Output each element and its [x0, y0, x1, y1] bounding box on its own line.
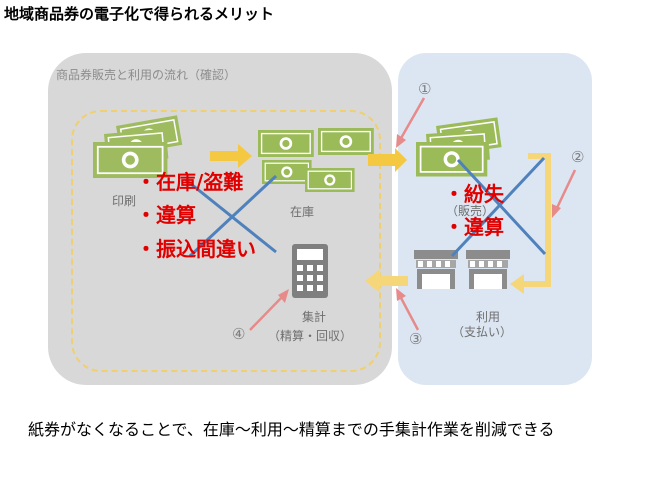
node-sales-label: （販売） — [446, 204, 495, 218]
flow-caption: 商品券販売と利用の流れ（確認） — [56, 68, 237, 82]
step-number-2: ② — [571, 148, 585, 166]
shop-icon — [414, 250, 458, 289]
pointer-arrows — [249, 97, 577, 331]
step-number-4: ④ — [232, 325, 246, 343]
problem-left-2: ・違算 — [136, 203, 196, 227]
slide-title: 地域商品券の電子化で得られるメリット — [4, 5, 275, 23]
cross-mark-left — [185, 174, 278, 258]
step-number-1: ① — [418, 80, 432, 98]
manual-work-area — [71, 110, 381, 372]
node-use-title: 利用 — [476, 310, 501, 324]
shop-icon — [466, 250, 510, 289]
summary-text: 紙券がなくなることで、在庫～利用～精算までの手集計作業を削減できる — [28, 420, 555, 439]
problem-right-2: ・違算 — [444, 215, 504, 239]
arrow-sales-to-use — [520, 153, 551, 287]
money-bill-icon — [257, 127, 375, 193]
problem-left-1: ・在庫/盗難 — [136, 170, 244, 194]
store-panel — [398, 53, 592, 385]
node-use-sub: （支払い） — [452, 325, 513, 339]
node-tally-sub: （精算・回収） — [268, 329, 353, 343]
node-print-label: 印刷 — [112, 194, 137, 208]
money-bill-icon — [415, 116, 503, 178]
step-number-3: ③ — [409, 330, 423, 348]
operator-panel — [48, 53, 392, 385]
problem-right-1: ・紛失 — [444, 182, 504, 206]
arrow-use-to-tally — [365, 269, 408, 293]
problem-left-3: ・振込間違い — [136, 237, 256, 261]
node-tally-title: 集計 — [302, 310, 327, 324]
arrow-stock-to-sales — [368, 148, 407, 172]
calculator-icon — [292, 244, 328, 298]
cross-mark-right — [450, 156, 547, 258]
node-stock-label: 在庫 — [290, 205, 315, 219]
arrow-print-to-stock — [210, 144, 252, 168]
